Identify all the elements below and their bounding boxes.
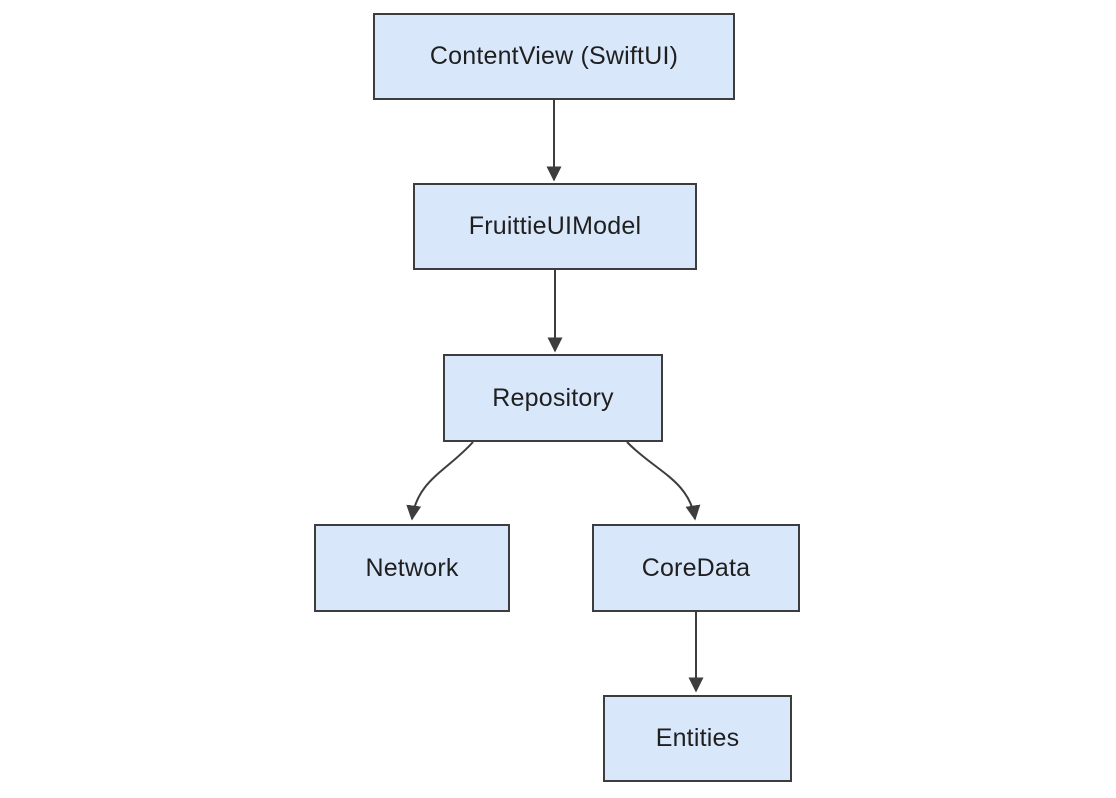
node-label: FruittieUIModel bbox=[468, 212, 642, 240]
edge-repository-to-network bbox=[406, 441, 474, 521]
node-network: Network bbox=[314, 524, 510, 612]
node-label: ContentView (SwiftUI) bbox=[429, 42, 679, 70]
node-repository: Repository bbox=[443, 354, 663, 442]
node-label: CoreData bbox=[641, 553, 751, 582]
edge-repository-to-coredata bbox=[626, 441, 701, 521]
node-entities: Entities bbox=[603, 695, 792, 782]
node-fruittieuimodel: FruittieUIModel bbox=[413, 183, 697, 270]
node-label: Network bbox=[365, 553, 459, 582]
node-label: Repository bbox=[492, 383, 614, 412]
node-coredata: CoreData bbox=[592, 524, 800, 612]
node-contentview: ContentView (SwiftUI) bbox=[373, 13, 735, 100]
node-label: Entities bbox=[655, 724, 740, 752]
